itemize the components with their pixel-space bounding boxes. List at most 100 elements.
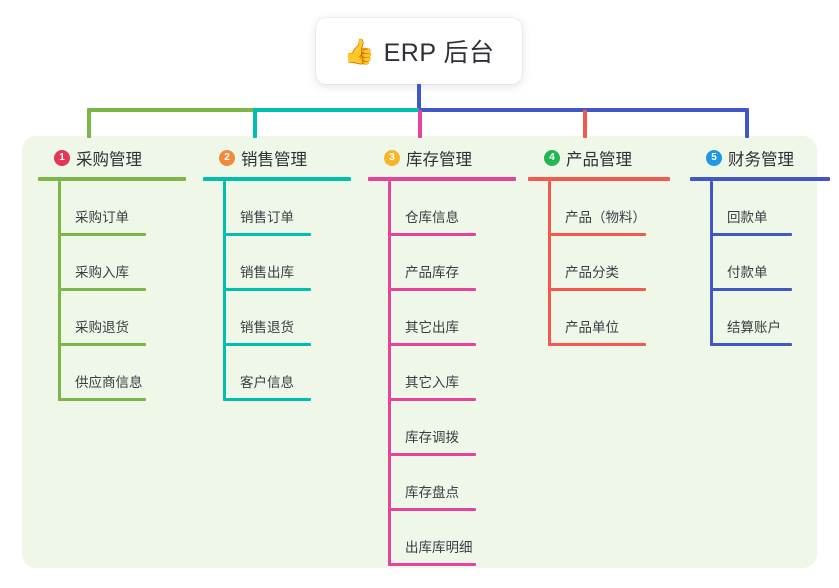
drop-col-2: [253, 110, 257, 138]
column-items: 回款单付款单结算账户: [690, 181, 830, 346]
menu-item-label: 出库库明细: [405, 540, 473, 555]
menu-item[interactable]: 采购入库: [38, 236, 186, 291]
menu-item-rule: [388, 343, 476, 346]
column-number-badge: 2: [219, 150, 235, 166]
menu-item-label: 采购订单: [75, 210, 129, 225]
menu-item[interactable]: 回款单: [690, 181, 830, 236]
column-header-1[interactable]: 1 采购管理: [38, 145, 186, 171]
thumbs-up-icon: 👍: [343, 37, 375, 66]
column-items: 销售订单销售出库销售退货客户信息: [203, 181, 351, 401]
menu-item-rule: [223, 398, 311, 401]
menu-item[interactable]: 结算账户: [690, 291, 830, 346]
column-header-3[interactable]: 3 库存管理: [368, 145, 516, 171]
menu-item[interactable]: 产品（物料）: [528, 181, 670, 236]
menu-item-label: 客户信息: [240, 375, 294, 390]
column-number-badge: 5: [706, 150, 722, 166]
column-title: 采购管理: [76, 151, 142, 169]
menu-item-rule: [710, 233, 792, 236]
bus-teal: [253, 108, 421, 112]
column-items: 采购订单采购入库采购退货供应商信息: [38, 181, 186, 401]
root-stem-connector: [417, 84, 421, 110]
column-number-badge: 4: [544, 150, 560, 166]
root-title: ERP 后台: [383, 39, 495, 67]
menu-item[interactable]: 销售订单: [203, 181, 351, 236]
menu-item-rule: [58, 343, 146, 346]
bus-green: [87, 108, 255, 112]
menu-item[interactable]: 其它入库: [368, 346, 516, 401]
menu-item-label: 库存调拨: [405, 430, 459, 445]
column-spine: [388, 181, 391, 566]
column-spine: [548, 181, 551, 346]
column-2: 2 销售管理销售订单销售出库销售退货客户信息: [203, 145, 351, 401]
column-spine: [58, 181, 61, 401]
menu-item-rule: [388, 398, 476, 401]
diagram-background-panel: [22, 136, 817, 568]
menu-item-rule: [710, 343, 792, 346]
column-title: 财务管理: [728, 151, 794, 169]
menu-item-label: 付款单: [727, 265, 768, 280]
menu-item-rule: [548, 343, 646, 346]
menu-item-label: 销售出库: [240, 265, 294, 280]
menu-item[interactable]: 出库库明细: [368, 511, 516, 566]
column-title: 销售管理: [241, 151, 307, 169]
drop-col-1: [87, 110, 91, 138]
menu-item-label: 采购退货: [75, 320, 129, 335]
column-header-5[interactable]: 5 财务管理: [690, 145, 830, 171]
menu-item-label: 采购入库: [75, 265, 129, 280]
menu-item[interactable]: 销售出库: [203, 236, 351, 291]
root-node[interactable]: 👍 ERP 后台: [316, 18, 522, 84]
column-number-badge: 3: [384, 150, 400, 166]
menu-item-label: 供应商信息: [75, 375, 143, 390]
column-title: 产品管理: [566, 151, 632, 169]
menu-item-label: 结算账户: [727, 320, 781, 335]
column-spine: [223, 181, 226, 401]
menu-item-rule: [58, 398, 146, 401]
menu-item-rule: [710, 288, 792, 291]
menu-item-rule: [388, 288, 476, 291]
column-header-rule: [690, 177, 830, 181]
menu-item-rule: [388, 233, 476, 236]
column-4: 4 产品管理产品（物料） 产品分类产品单位: [528, 145, 670, 346]
menu-item-rule: [223, 288, 311, 291]
menu-item-label: 仓库信息: [405, 210, 459, 225]
menu-item-label: 产品单位: [565, 320, 619, 335]
menu-item-label: 产品库存: [405, 265, 459, 280]
column-title: 库存管理: [406, 151, 472, 169]
menu-item-rule: [223, 233, 311, 236]
column-header-rule: [38, 177, 186, 181]
column-number-badge: 1: [54, 150, 70, 166]
column-header-rule: [203, 177, 351, 181]
menu-item[interactable]: 其它出库: [368, 291, 516, 346]
menu-item-label: 其它入库: [405, 375, 459, 390]
menu-item-rule: [548, 288, 646, 291]
column-3: 3 库存管理仓库信息产品库存其它出库其它入库库存调拨库存盘点出库库明细: [368, 145, 516, 566]
menu-item[interactable]: 销售退货: [203, 291, 351, 346]
menu-item[interactable]: 客户信息: [203, 346, 351, 401]
menu-item[interactable]: 库存调拨: [368, 401, 516, 456]
column-header-2[interactable]: 2 销售管理: [203, 145, 351, 171]
menu-item-label: 回款单: [727, 210, 768, 225]
menu-item[interactable]: 仓库信息: [368, 181, 516, 236]
column-spine: [710, 181, 713, 346]
menu-item[interactable]: 产品单位: [528, 291, 670, 346]
menu-item[interactable]: 付款单: [690, 236, 830, 291]
menu-item[interactable]: 采购退货: [38, 291, 186, 346]
drop-col-5: [745, 110, 749, 138]
drop-col-4: [583, 110, 587, 138]
menu-item[interactable]: 采购订单: [38, 181, 186, 236]
column-header-4[interactable]: 4 产品管理: [528, 145, 670, 171]
menu-item[interactable]: 产品分类: [528, 236, 670, 291]
menu-item-label: 销售退货: [240, 320, 294, 335]
column-items: 仓库信息产品库存其它出库其它入库库存调拨库存盘点出库库明细: [368, 181, 516, 566]
menu-item[interactable]: 库存盘点: [368, 456, 516, 511]
menu-item-rule: [388, 508, 476, 511]
menu-item[interactable]: 产品库存: [368, 236, 516, 291]
menu-item-label: 库存盘点: [405, 485, 459, 500]
menu-item-rule: [58, 288, 146, 291]
column-header-rule: [528, 177, 670, 181]
menu-item-label: 其它出库: [405, 320, 459, 335]
menu-item-label: 产品（物料）: [565, 210, 646, 225]
menu-item-rule: [548, 233, 646, 236]
menu-item[interactable]: 供应商信息: [38, 346, 186, 401]
